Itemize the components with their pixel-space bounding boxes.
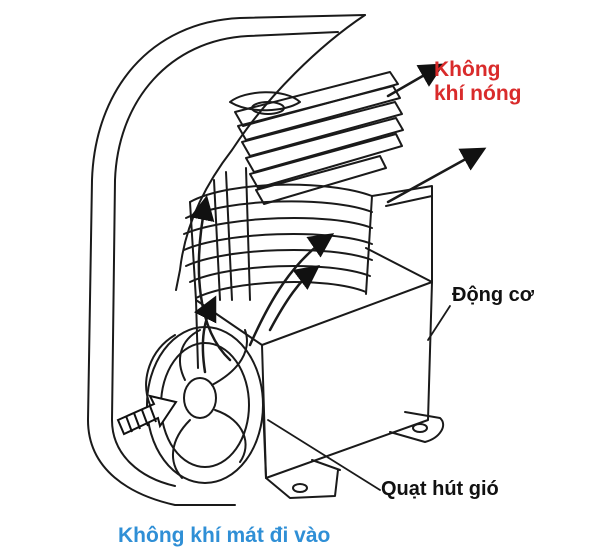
cylinder-barrel bbox=[183, 167, 373, 301]
hot-air-label: Không khí nóng bbox=[434, 58, 522, 106]
cooling-fins-top bbox=[229, 71, 404, 205]
hot-air-label-line1: Không bbox=[434, 58, 501, 81]
hot-air-out-arrows bbox=[386, 63, 487, 204]
airflow-arrows-internal bbox=[189, 195, 335, 374]
fan-shroud bbox=[87, 14, 366, 506]
label-leader-lines bbox=[267, 305, 451, 491]
fan-label: Quạt hút gió bbox=[381, 478, 499, 500]
cool-air-label: Không khí mát đi vào bbox=[118, 524, 331, 547]
hot-air-label-line2: khí nóng bbox=[434, 82, 522, 106]
motor-label: Động cơ bbox=[452, 284, 534, 306]
cool-air-inlet-arrow bbox=[116, 394, 178, 436]
mounting-feet bbox=[265, 411, 445, 499]
